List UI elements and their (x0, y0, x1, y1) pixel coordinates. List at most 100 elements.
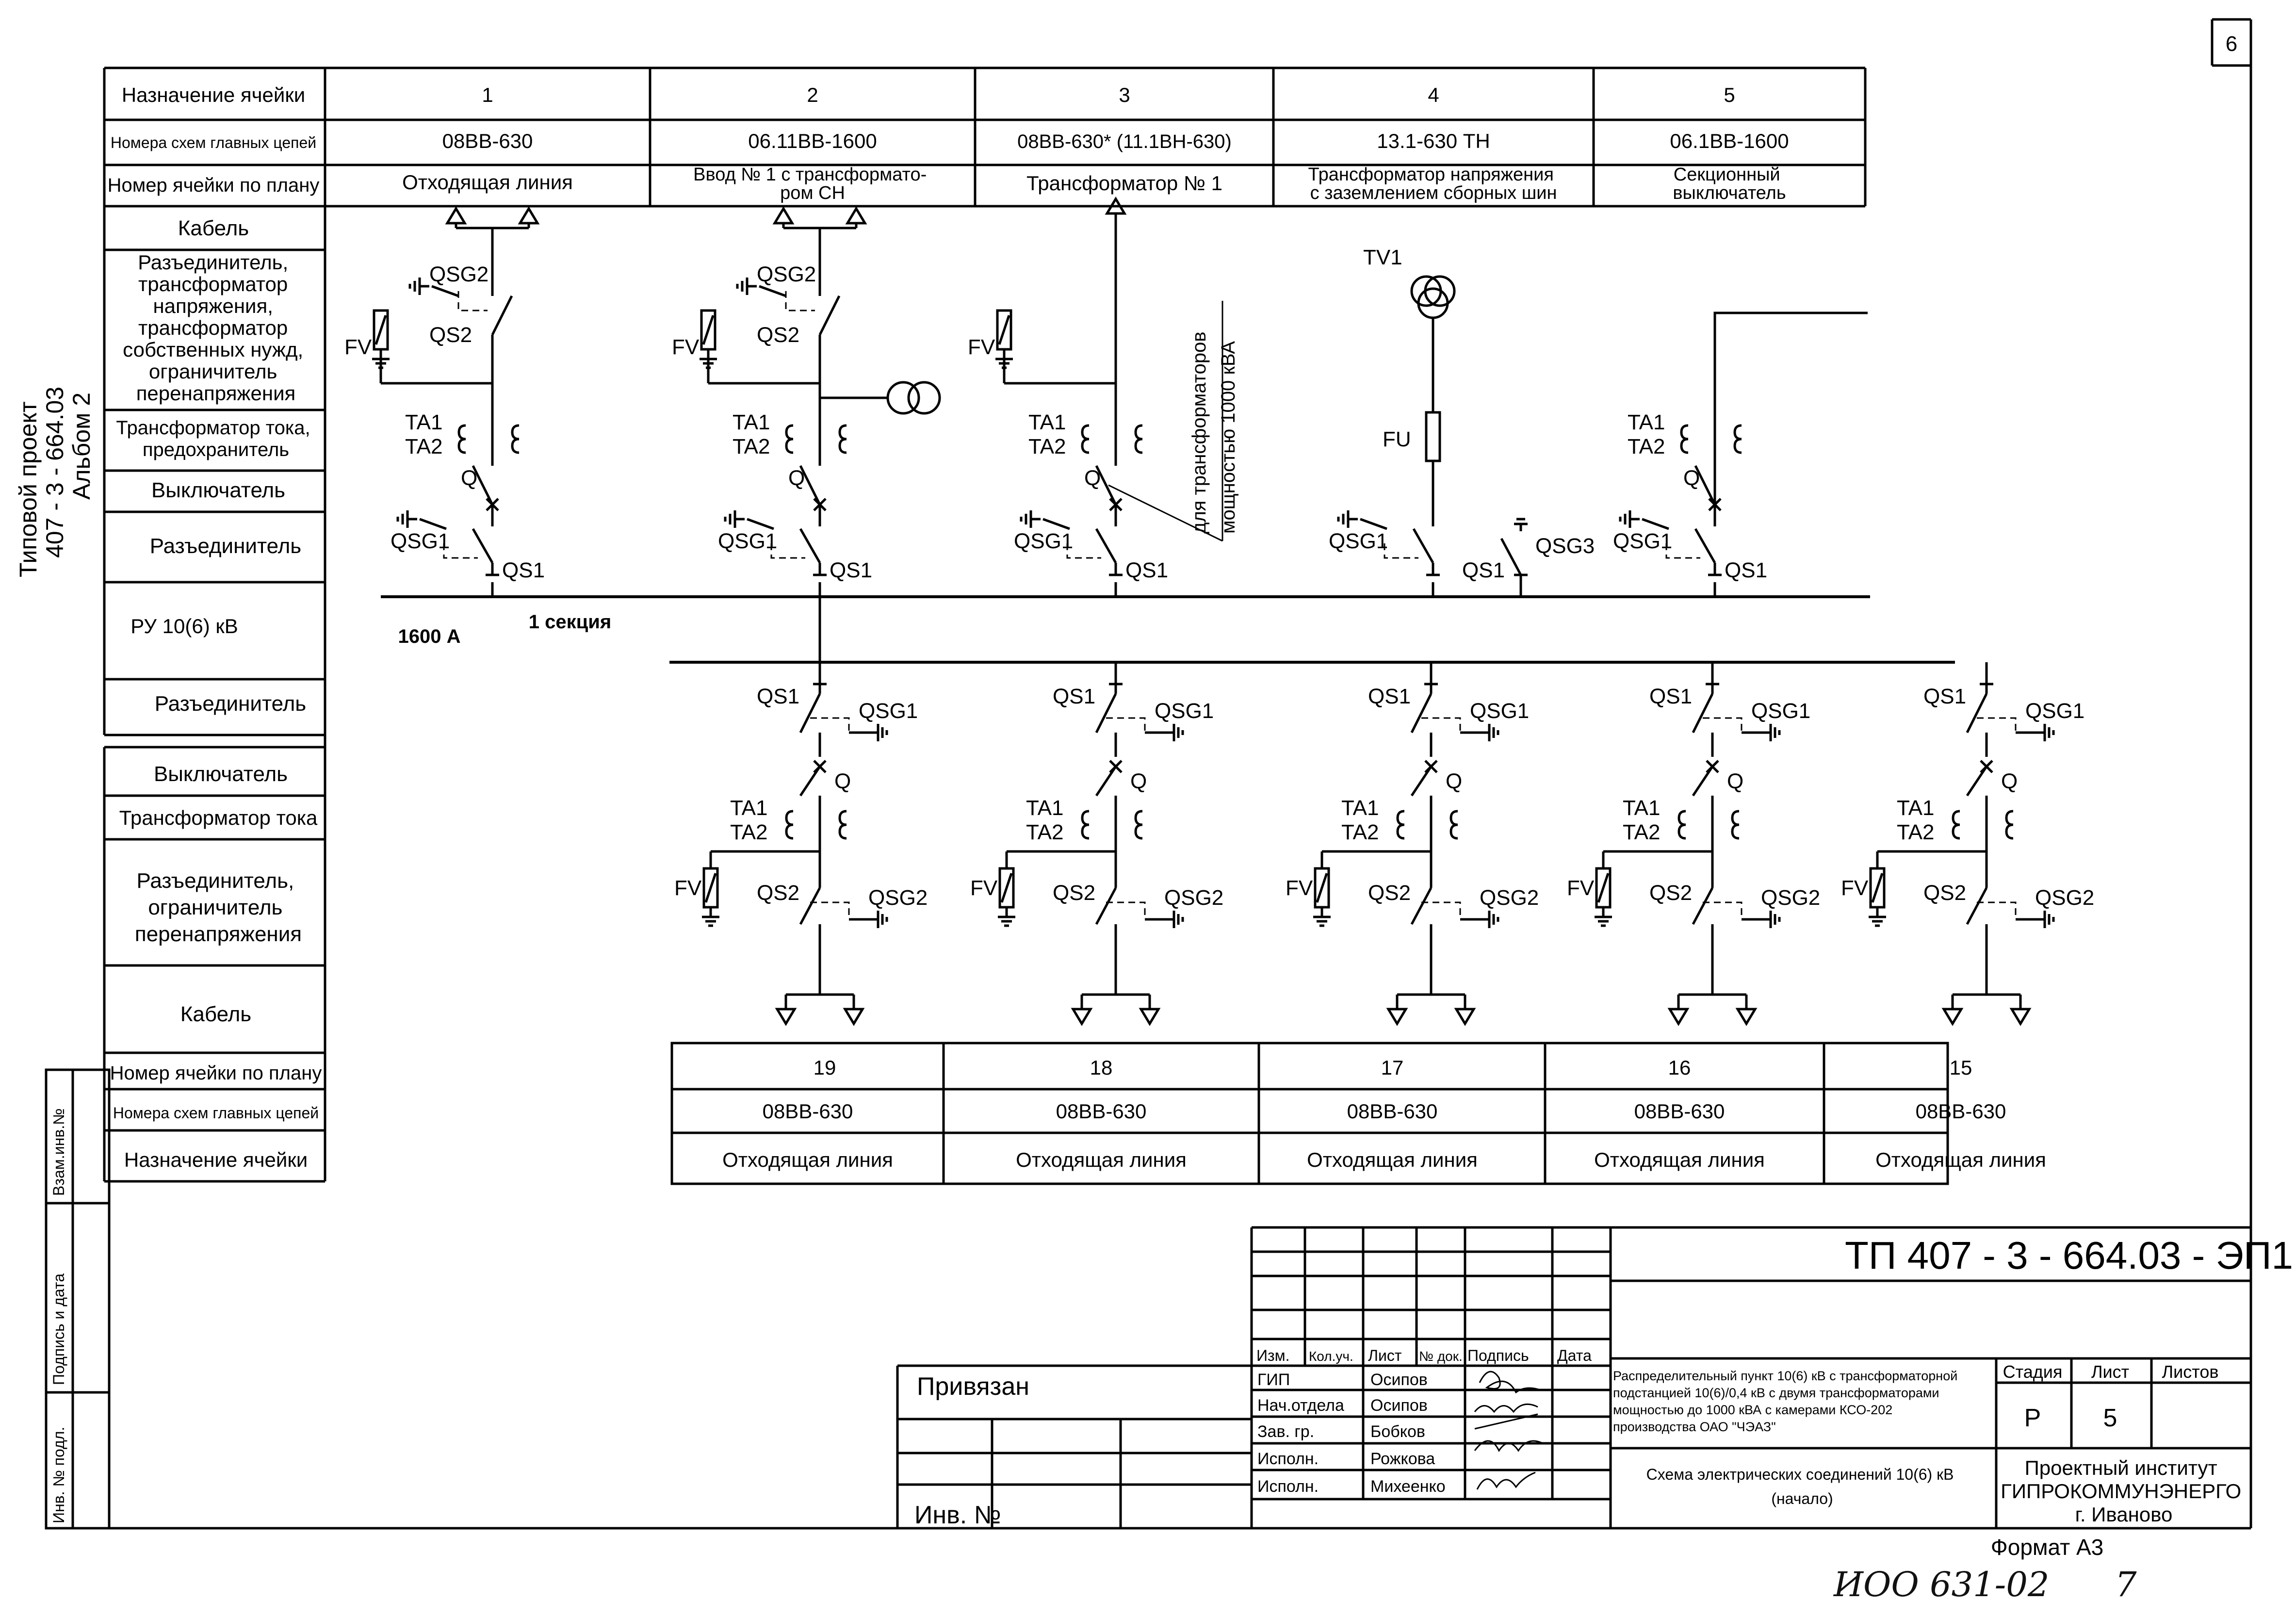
upper-cell-table (103, 66, 1867, 736)
qsg1-link (1106, 717, 1146, 733)
ta1-label: TA1 (1028, 410, 1066, 434)
wire (1095, 465, 1117, 506)
q-label: Q (1084, 466, 1101, 490)
fv-label: FV (970, 876, 998, 900)
cell-4-voltage-transformer (1410, 275, 1456, 519)
qsg1-link (443, 543, 478, 559)
wire (1692, 887, 1714, 925)
qsg2-label: QSG2 (2035, 886, 2094, 910)
label-disc-arrester: Разъединитель, ограничитель перенапряжен… (135, 869, 302, 946)
qs2-label: QS2 (1923, 881, 1966, 905)
wire (472, 465, 494, 506)
qsg1-link (1703, 717, 1742, 733)
ta2-label: TA2 (730, 820, 767, 844)
cell-2-aux-transformer (820, 381, 941, 415)
cable-arrow (2009, 1008, 2032, 1026)
label-section: 1 секция (529, 611, 611, 633)
hdr-kol: Кол.уч. (1309, 1349, 1353, 1364)
cell-19-num: 19 (814, 1056, 836, 1079)
q-label: Q (788, 466, 805, 490)
hdr-doc: № док. (1419, 1349, 1463, 1364)
wire (1642, 518, 1669, 530)
wire (375, 315, 387, 345)
cable-arrow-up (518, 206, 540, 225)
wire (759, 285, 786, 297)
wire (1597, 873, 1610, 903)
wire (799, 887, 821, 925)
wire (1410, 766, 1433, 797)
cell-2-scheme: 06.11ВВ-1600 (748, 130, 877, 152)
cell-17-name: Отходящая линия (1307, 1148, 1478, 1171)
qsg1-label: QSG1 (2025, 699, 2084, 723)
hdr-date: Дата (1557, 1347, 1592, 1364)
side-project-title: Типовой проект (15, 401, 42, 577)
cell-17-num: 17 (1381, 1056, 1404, 1079)
wire (1500, 538, 1522, 576)
circuit-symbols: QS1QSG1QTA1TA2QSG2QS2FVQS1QSG1QTA1TA2QSG… (344, 196, 2094, 1026)
qs1-label: QS1 (1368, 685, 1411, 708)
cable-arrow (843, 1008, 865, 1026)
qs1-label: QS1 (1053, 685, 1095, 708)
hdr-list: Лист (1368, 1347, 1402, 1364)
cable-arrow (1735, 1008, 1758, 1026)
label-disconnector-bottom: Разъединитель (155, 692, 306, 716)
qsg1-label: QSG1 (1470, 699, 1529, 723)
qsg1-link (1665, 543, 1700, 559)
ta1-label: TA1 (730, 796, 767, 820)
cable-arrow (1667, 1008, 1690, 1026)
role-head: Нач.отдела (1257, 1396, 1344, 1415)
ct-coil (838, 424, 847, 454)
wire (1694, 528, 1716, 564)
inv-label: Инв. № (914, 1501, 1001, 1529)
qsg1-label: QSG1 (1613, 529, 1672, 553)
label-plan-top: Номер ячейки по плану (108, 175, 320, 196)
fv-label: FV (968, 335, 995, 359)
cable-arrow (1454, 1008, 1476, 1026)
label-ct-bottom: Трансформатор тока (119, 806, 318, 829)
wire (472, 528, 494, 564)
cell-15-scheme: 08ВВ-630 (1916, 1100, 2006, 1123)
wire (799, 766, 821, 797)
role-exec-1: Исполн. (1257, 1450, 1319, 1468)
ct-coil (1680, 424, 1689, 454)
ct-coil (2005, 810, 2014, 840)
wire (419, 518, 447, 530)
title-block (896, 1226, 2251, 1528)
ct-coil (1081, 424, 1090, 454)
qsg1-link (1384, 543, 1418, 559)
wire (799, 528, 821, 564)
side-album: Альбом 2 (68, 392, 95, 500)
ct-coil (1134, 424, 1143, 454)
qs1-label: QS1 (1125, 558, 1168, 582)
ta1-label: TA1 (405, 410, 442, 434)
fu-fuse (1425, 411, 1441, 462)
qs2-label: QS2 (1649, 881, 1692, 905)
wire (1966, 887, 1988, 925)
wire (1966, 766, 1988, 797)
q-label: Q (1130, 769, 1147, 793)
qsg2-link (810, 901, 850, 919)
ta1-label: TA1 (1897, 796, 1934, 820)
stage-value: Р (2024, 1404, 2041, 1432)
fv-label: FV (344, 335, 372, 359)
qsg2-link (1703, 901, 1742, 919)
qsg1-link (1066, 543, 1101, 559)
label-disc-block: Разъединитель, трансформатор напряжения,… (123, 251, 309, 405)
qsg2-label: QSG2 (868, 886, 928, 910)
cable-arrow (1941, 1008, 1964, 1026)
cell-3-scheme: 08ВВ-630* (11.1ВН-630) (1017, 131, 1232, 152)
label-purpose-bottom: Назначение ячейки (124, 1148, 308, 1171)
label-circuit-top: Номера схем главных цепей (111, 134, 316, 151)
cell-1-name: Отходящая линия (402, 171, 573, 194)
qsg2-label: QSG2 (1164, 886, 1223, 910)
wire (491, 295, 513, 336)
label-circuit-bottom: Номера схем главных цепей (113, 1104, 319, 1122)
qs2-label: QS2 (1368, 881, 1411, 905)
wire (1692, 766, 1714, 797)
cable-arrow-up (772, 206, 795, 225)
